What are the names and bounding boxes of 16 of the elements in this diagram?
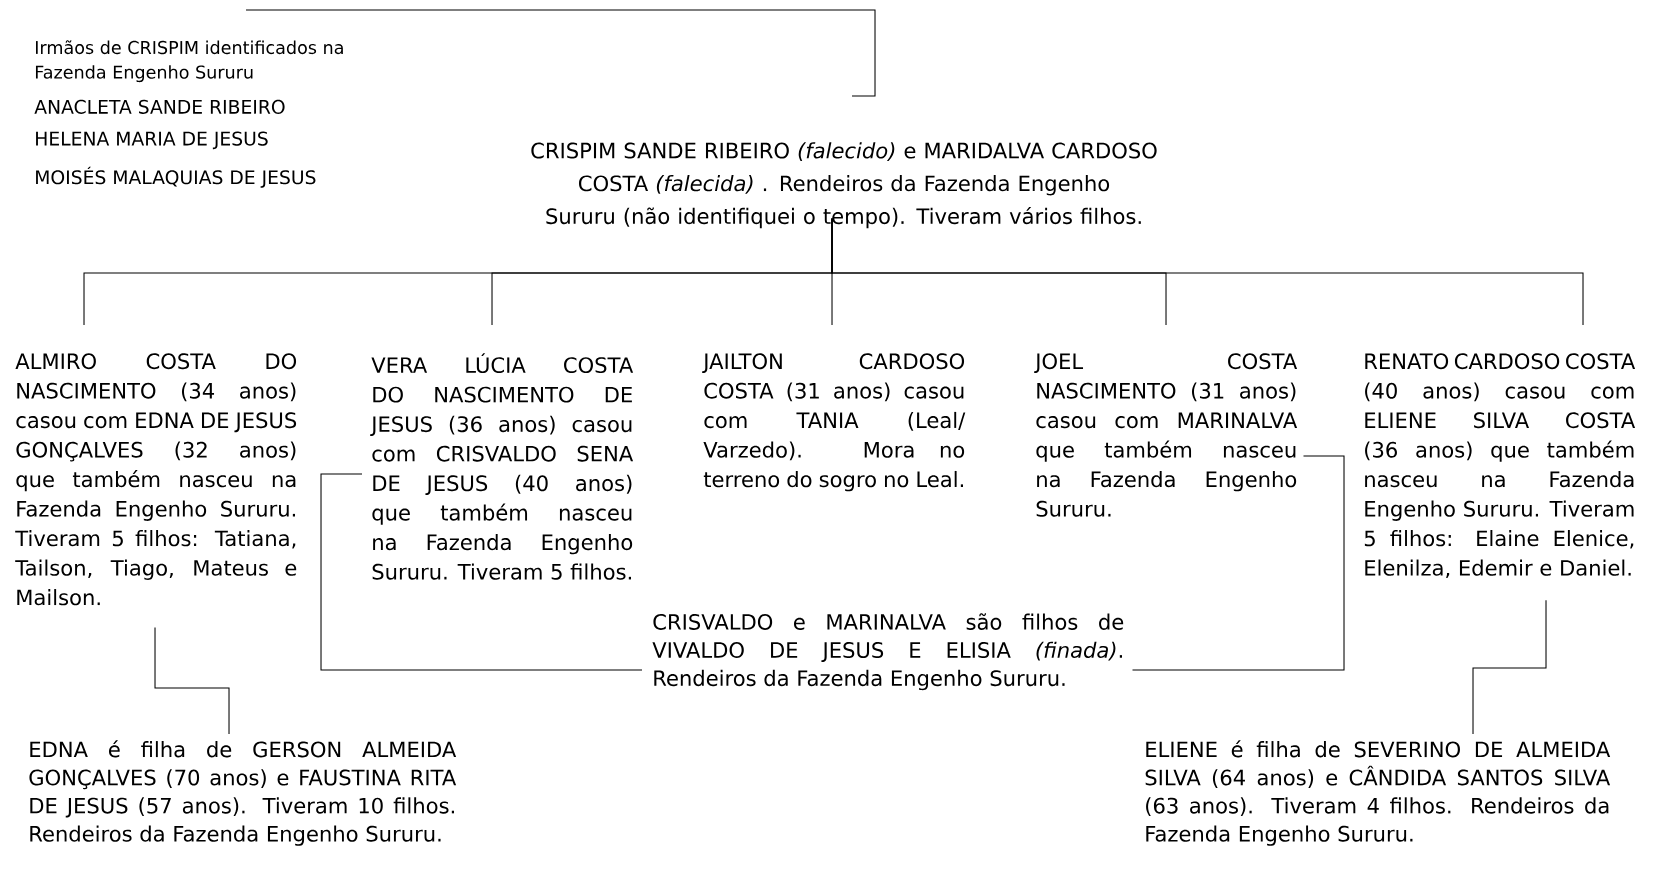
connector-line xyxy=(831,217,1584,326)
family-note: Irmãos de CRISPIM identificados na Fazenda Engenho Sururu ANACLETA SANDE RIBEIRO HELENA MARIA DE JESUS MOISÉS MALAQUIAS DE JESUS xyxy=(34,40,343,188)
family-note: JOEL COSTA NASCIMENTO (31 anos) casou com MARINALVA que também nasceu na Fazenda Engenho Sururu. xyxy=(1034,353,1298,517)
family-note: JAILTON CARDOSO COSTA (31 anos) casou com TANIA (Leal/ Varzedo). Mora no terreno do sogro no Leal. xyxy=(702,353,966,492)
family-note: ELIENE é filha de SEVERINO DE ALMEIDA SILVA (64 anos) e CÂNDIDA SANTOS SILVA (63 anos). Tiveram 4 filhos. Rendeiros da Fazenda Engenho Sururu. xyxy=(1145,740,1611,846)
connector-line xyxy=(154,627,230,735)
family-note: RENATO CARDOSO COSTA (40 anos) casou com ELIENE SILVA COSTA (36 anos) que também nasceu na Fazenda Engenho Sururu. Tiveram 5 filhos: Elaine Elenice, Elenilza, Edemir e Daniel. xyxy=(1364,353,1636,578)
family-note: EDNA é filha de GERSON ALMEIDA GONÇALVES (70 anos) e FAUSTINA RITA DE JESUS (57 anos). Tiveram 10 filhos. Rendeiros da Fazenda Engenho Sururu. xyxy=(29,740,457,846)
connector-line xyxy=(1472,599,1547,735)
family-note: VERA LÚCIA COSTA DO NASCIMENTO DE JESUS (36 anos) casou com CRISVALDO SENA DE JESUS (40 anos) que também nasceu na Fazenda Engenho Sururu. Tiveram 5 filhos. xyxy=(370,353,634,580)
family-note: CRISPIM SANDE RIBEIRO (falecido) e MARIDALVA CARDOSO COSTA (falecida) . Rendeiros da Fazenda Engenho Sururu (não identifiquei o tempo). Tiveram vários filhos. xyxy=(531,142,1157,229)
connector-line xyxy=(320,473,643,671)
connector-line xyxy=(245,9,876,97)
family-note: CRISVALDO e MARINALVA são filhos de VIVALDO DE JESUS E ELISIA (finada). Rendeiros da Fazenda Engenho Sururu. xyxy=(652,613,1124,691)
connector-line xyxy=(1131,455,1345,671)
family-note: ALMIRO COSTA DO NASCIMENTO (34 anos) casou com EDNA DE JESUS GONÇALVES (32 anos) que também nasceu na Fazenda Engenho Sururu. Tiveram 5 filhos: Tatiana, Tailson, Tiago, Mateus e Mailson. xyxy=(15,353,297,606)
